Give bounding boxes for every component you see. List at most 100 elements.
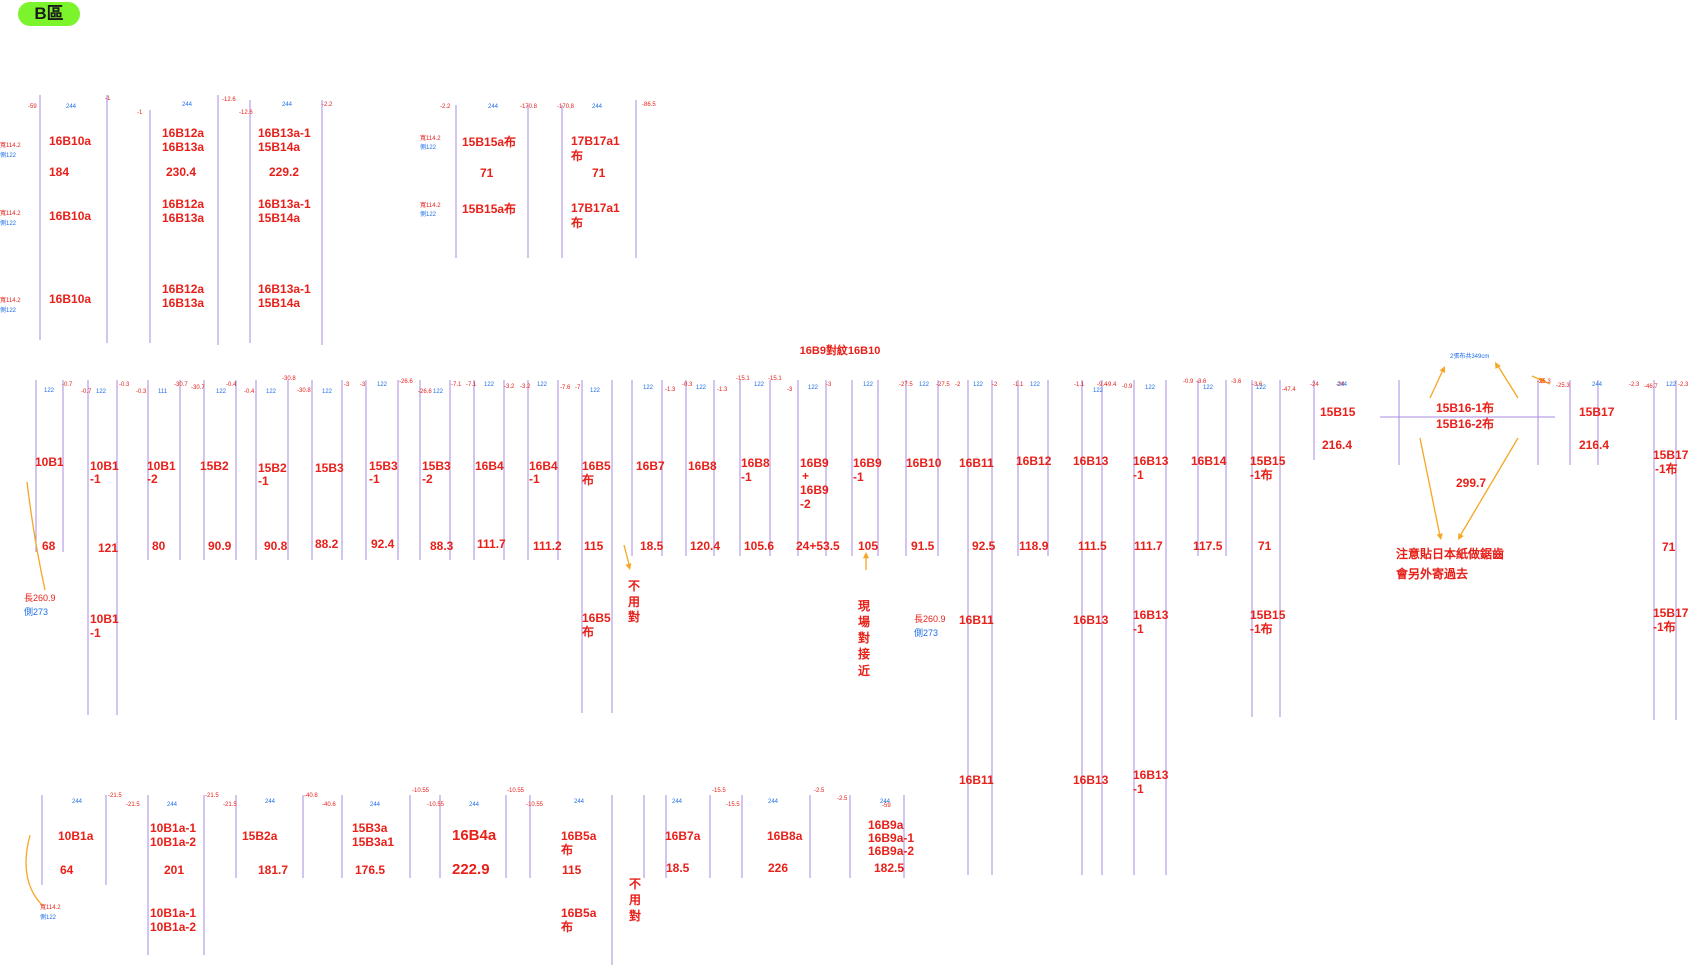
offset-label: -27.5 [899,382,913,388]
offset-label: -2.5 [814,788,825,794]
panel-label: 10B1a-2 [150,920,196,934]
panel-label: -1 [741,470,752,484]
panel-label: 現 [858,599,870,613]
offset-label: -30.7 [191,385,205,391]
panel-label: 15B3 [315,461,344,475]
panel-label: 布 [561,842,573,857]
panel-label: 16B5 [582,459,611,473]
dimension-label: 側122 [0,306,17,314]
panel-label: 16B9a-1 [868,831,914,845]
panel-label: 注意貼日本紙做鋸齒 [1396,546,1504,561]
panel-label: 92.5 [972,539,996,553]
dimension-label: 244 [182,102,193,108]
offset-label: -7.1 [451,382,462,388]
panel-label: 16B12a [162,126,204,140]
offset-label: -12.6 [239,110,253,116]
offset-label: -3.6 [1252,382,1263,388]
panel-label: 10B1a-1 [150,821,196,835]
dimension-label: 側273 [914,627,938,638]
panel-label: 15B14a [258,140,300,154]
arrow-head [1458,533,1464,540]
offset-label: -3.2 [504,384,515,390]
arrow-head [1436,533,1443,540]
offset-label: -3.6 [1196,379,1207,385]
panel-label: 16B13a-1 [258,282,311,296]
panel-label: 16B7a [665,829,701,843]
offset-label: -2.5 [837,796,848,802]
offset-label: -10.55 [526,802,544,808]
panel-label: 15B2 [200,459,229,473]
panel-label: 10B1 [90,459,119,473]
dimension-label: 122 [537,382,548,388]
panel-label: 15B3 [369,459,398,473]
offset-label: -12.6 [222,97,236,103]
panel-label: 16B8 [688,459,717,473]
panel-label: 121 [98,541,118,555]
arrow-head [1439,366,1446,373]
panel-label: 24+53.5 [796,539,840,553]
dimension-label: 122 [1666,382,1677,388]
panel-label: 16B11 [959,613,994,627]
offset-label: -27.5 [936,382,950,388]
panel-label: -1布 [1653,619,1676,634]
dimension-label: 122 [266,389,277,395]
dimension-label: 244 [370,802,381,808]
dimension-label: 244 [574,799,585,805]
offset-label: -0.4 [226,382,237,388]
panel-label: 布 [571,148,583,163]
offset-label: -25.3 [1556,383,1570,389]
offset-label: -0.9 [1122,384,1133,390]
panel-label: -1 [369,472,380,486]
panel-label: 15B3 [422,459,451,473]
panel-label: 105.6 [744,539,774,553]
dimension-label: 122 [44,388,55,394]
panel-label: 16B13a [162,296,204,310]
arrow-line [1419,437,1441,537]
panel-label: 90.9 [208,539,232,553]
panel-label: 111.2 [533,539,562,553]
arrow-line [1459,437,1519,537]
panel-label: -1布 [1250,467,1273,482]
panel-label: 90.8 [264,539,288,553]
offset-label: -7.6 [560,385,571,391]
panel-label: 111.7 [477,537,506,551]
dimension-label: 側122 [420,143,437,151]
panel-label: 17B17a1 [571,201,620,215]
panel-label: 用 [627,595,640,609]
panel-label: 18.5 [640,539,664,553]
dimension-label: 122 [919,382,930,388]
panel-label: 181.7 [258,863,288,877]
arrow-head [1538,378,1545,384]
offset-label: -2 [992,382,998,388]
panel-label: 15B17 [1653,448,1689,462]
panel-label: 71 [1662,540,1676,554]
offset-label: -40.8 [304,793,318,799]
panel-label: 16B9 [853,456,882,470]
panel-label: 15B16-1布 [1436,400,1494,415]
panel-label: 15B15 [1320,405,1356,419]
panel-label: 10B1 [147,459,176,473]
dimension-label: 122 [754,382,765,388]
panel-label: -1 [258,474,269,488]
offset-label: -15.1 [736,376,750,382]
panel-label: 16B13a-1 [258,197,311,211]
dimension-label: 244 [66,104,77,110]
dimension-label: 244 [282,102,293,108]
panel-label: 16B11 [959,773,994,787]
panel-label: 16B9 [800,483,829,497]
dimension-label: 122 [973,382,984,388]
offset-label: 寬114.2 [0,141,21,149]
dimension-label: 111 [158,389,168,395]
offset-label: -3.6 [1231,379,1242,385]
arrow-head [862,552,870,559]
offset-label: 寬114.2 [420,201,441,209]
dimension-label: 122 [1203,385,1214,391]
dimension-label: 244 [488,104,499,110]
offset-label: -9.4 [1097,382,1108,388]
panel-label: 16B13a [162,211,204,225]
panel-label: 16B9 [800,456,829,470]
offset-label: 長260.9 [24,593,56,603]
offset-label: 寬114.2 [0,209,21,217]
panel-label: 230.4 [166,165,196,179]
dimension-label: 244 [167,802,178,808]
